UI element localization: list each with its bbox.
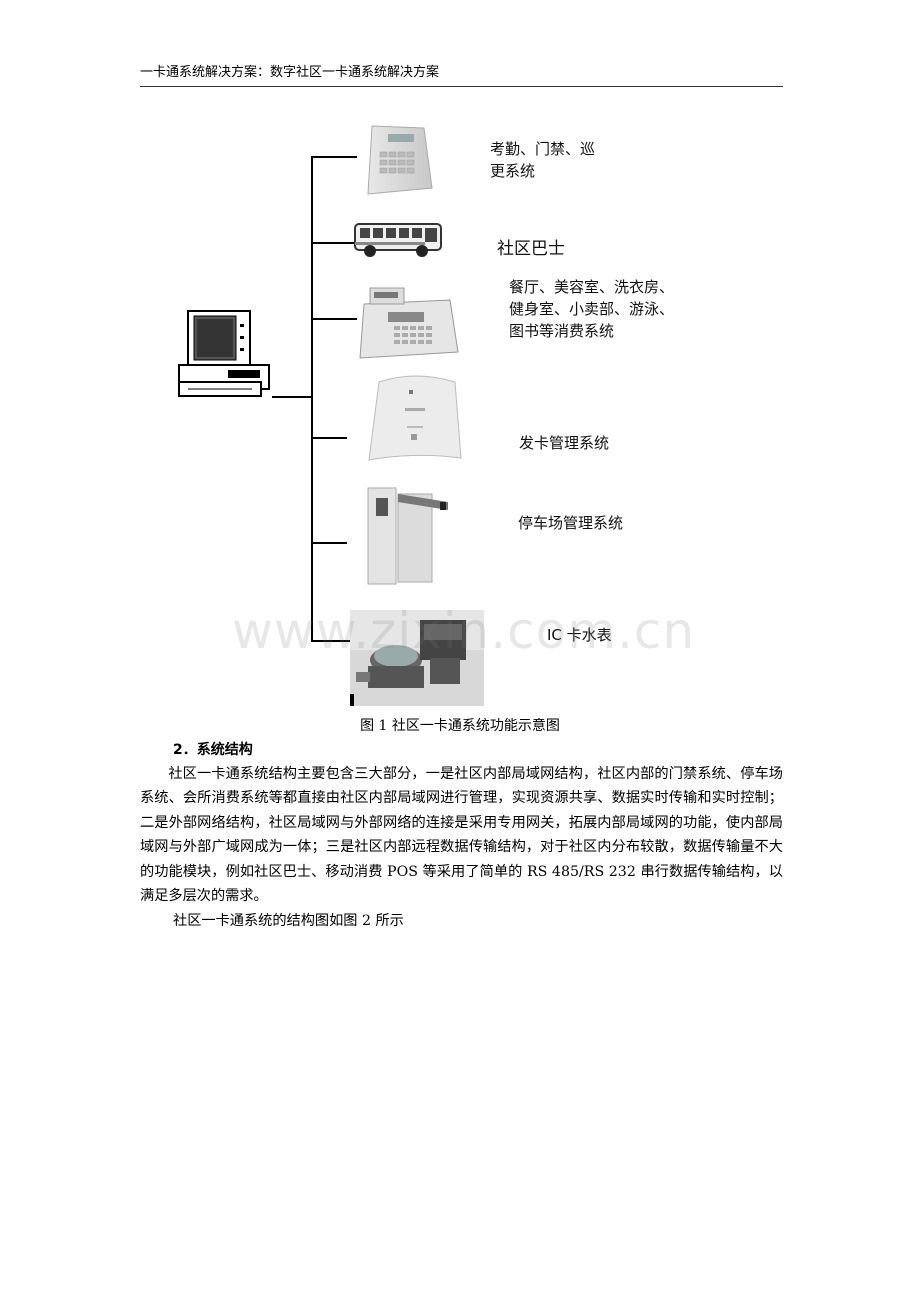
branch-label-bus: 社区巴士 [497, 239, 565, 259]
pos-terminal-icon [359, 287, 459, 359]
root-connector [272, 396, 312, 398]
branch-label-card-issuing: 发卡管理系统 [519, 434, 610, 452]
branch-label-parking: 停车场管理系统 [518, 514, 624, 532]
ic-card-water-meter-icon [350, 610, 484, 706]
parking-barrier-icon [367, 487, 448, 585]
computer-icon [178, 310, 270, 397]
section-title: 2．系统结构 [173, 742, 253, 758]
card-issuing-booklet-icon [368, 375, 462, 461]
body-paragraph: 社区一卡通系统结构主要包含三大部分，一是社区内部局域网结构，社区内部的门禁系统、… [140, 766, 783, 905]
branch-line-4 [311, 437, 347, 439]
watermark: www.zixin.com.cn [232, 602, 696, 660]
function-diagram: 考勤、门禁、巡 更系统 社区巴士 餐厅、美容室、洗衣房、 健身室、小卖部、游泳、… [178, 125, 696, 706]
page-header: 一卡通系统解决方案：数字社区一卡通系统解决方案 [140, 64, 783, 87]
branch-line-3 [311, 318, 357, 320]
branch-label-consumption: 餐厅、美容室、洗衣房、 健身室、小卖部、游泳、 图书等消费系统 [509, 278, 675, 340]
branch-label-attendance: 考勤、门禁、巡 更系统 [490, 140, 596, 180]
trunk-line [311, 156, 313, 641]
header-text: 一卡通系统解决方案：数字社区一卡通系统解决方案 [140, 65, 440, 80]
figure-caption: 图 1 社区一卡通系统功能示意图 [360, 718, 560, 734]
figure-reference-note: 社区一卡通系统的结构图如图 2 所示 [173, 913, 404, 929]
branch-line-5 [311, 542, 347, 544]
bus-icon [354, 223, 442, 257]
branch-line-1 [311, 156, 357, 158]
branch-line-6 [311, 640, 351, 642]
branch-line-2 [311, 242, 357, 244]
card-reader-terminal-icon [367, 125, 433, 195]
branch-label-water-meter: IC 卡水表 [547, 626, 612, 644]
